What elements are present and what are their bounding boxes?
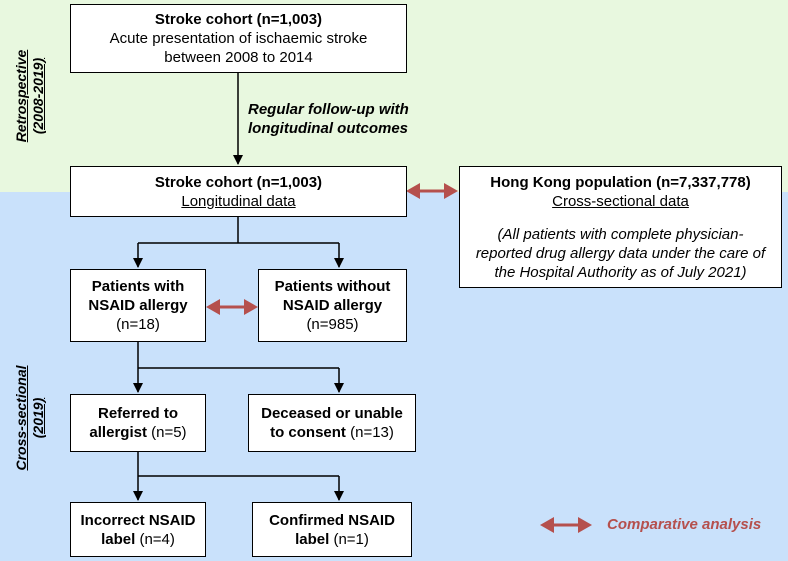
incorrect-line1: Incorrect NSAID xyxy=(80,511,196,529)
confirmed-count: (n=1) xyxy=(329,530,369,548)
without-allergy-line1: Patients without xyxy=(274,278,391,295)
without-allergy-line2: NSAID allergy xyxy=(282,297,383,314)
with-allergy-count: (n=18) xyxy=(116,316,160,333)
legend-arrow-icon xyxy=(540,517,592,533)
with-allergy-line1: Patients with xyxy=(91,278,185,295)
followup-note-line2: longitudinal outcomes xyxy=(248,120,408,137)
hong-kong-population-note-line1: (All patients with complete physician- xyxy=(497,226,744,243)
hong-kong-population-note-line2: reported drug allergy data under the car… xyxy=(475,245,766,262)
patients-without-nsaid-allergy-box: Patients without NSAID allergy (n=985) xyxy=(258,269,407,342)
comparison-arrow-population xyxy=(406,183,458,199)
comparison-arrow-allergy xyxy=(206,299,258,315)
hong-kong-population-box: Hong Kong population (n=7,337,778) Cross… xyxy=(459,166,782,288)
cohort-split-connector xyxy=(133,217,344,268)
incorrect-nsaid-label-box: Incorrect NSAID label (n=4) xyxy=(70,502,206,557)
stroke-cohort-longitudinal-title: Stroke cohort (n=1,003) xyxy=(154,173,323,191)
with-allergy-line2: NSAID allergy xyxy=(88,297,188,314)
confirmed-nsaid-label-box: Confirmed NSAID label (n=1) xyxy=(252,502,412,557)
without-allergy-count: (n=985) xyxy=(306,316,359,333)
referred-to-allergist-box: Referred to allergist (n=5) xyxy=(70,394,206,452)
stroke-cohort-initial-description-line1: Acute presentation of ischaemic stroke xyxy=(109,30,368,47)
allergy-split-connector xyxy=(133,342,344,393)
stroke-cohort-initial-box: Stroke cohort (n=1,003) Acute presentati… xyxy=(70,4,407,73)
incorrect-count: (n=4) xyxy=(135,530,175,548)
comparative-analysis-legend: Comparative analysis xyxy=(607,516,762,533)
hong-kong-population-note-line3: the Hospital Authority as of July 2021) xyxy=(494,264,747,281)
deceased-count: (n=13) xyxy=(345,424,394,441)
confirmed-line2: label xyxy=(295,530,330,548)
confirmed-line1: Confirmed NSAID xyxy=(269,511,395,529)
incorrect-line2: label xyxy=(101,530,136,548)
referred-split-connector xyxy=(133,452,344,501)
stroke-cohort-longitudinal-box: Stroke cohort (n=1,003) Longitudinal dat… xyxy=(70,166,407,217)
deceased-line1: Deceased or unable xyxy=(261,405,403,422)
followup-note-line1: Regular follow-up with xyxy=(248,101,409,118)
deceased-or-unable-box: Deceased or unable to consent (n=13) xyxy=(248,394,416,452)
followup-note: Regular follow-up with longitudinal outc… xyxy=(248,100,409,138)
stroke-cohort-initial-description-line2: between 2008 to 2014 xyxy=(164,49,313,66)
referred-count: (n=5) xyxy=(146,424,187,441)
referred-line2: allergist xyxy=(89,424,147,441)
stroke-cohort-initial-title: Stroke cohort (n=1,003) xyxy=(154,11,323,28)
hong-kong-population-title: Hong Kong population (n=7,337,778) xyxy=(490,174,751,191)
deceased-line2: to consent xyxy=(270,424,346,441)
patients-with-nsaid-allergy-box: Patients with NSAID allergy (n=18) xyxy=(70,269,206,342)
referred-line1: Referred to xyxy=(97,405,179,422)
cross-sectional-data-label: Cross-sectional data xyxy=(552,193,689,210)
longitudinal-data-label: Longitudinal data xyxy=(181,192,296,210)
